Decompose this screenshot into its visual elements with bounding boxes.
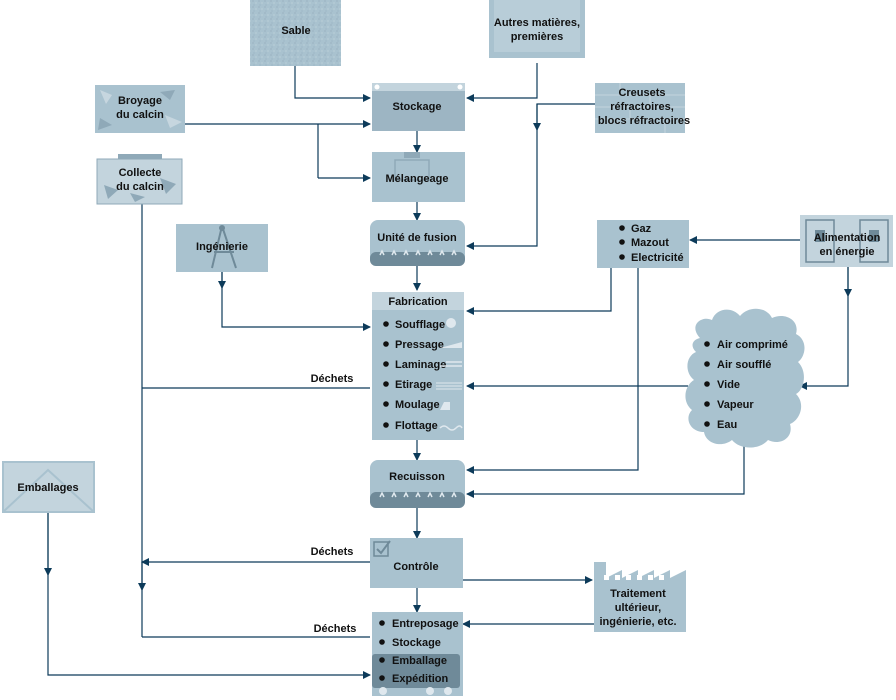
final-item-emballage: Emballage <box>392 655 447 667</box>
drawing-icon <box>436 382 462 390</box>
alimentation-label-1: Alimentation <box>814 232 881 244</box>
node-stockage: Stockage <box>372 83 465 131</box>
node-utilities-cloud: Air comprimé Air soufflé Vide Vapeur Eau <box>685 308 805 448</box>
node-collecte: Collecte du calcin <box>96 154 183 205</box>
node-controle: Contrôle <box>370 538 463 588</box>
edge-ingenierie-fabrication <box>221 272 371 331</box>
autres-label-2: premières <box>511 31 564 43</box>
traitement-label-3: ingénierie, etc. <box>599 616 676 628</box>
edge-label-dechets-controle: Déchets <box>311 546 354 558</box>
truck-icon <box>372 654 460 688</box>
node-alimentation: Alimentation en énergie <box>800 215 893 267</box>
fabrication-item-laminage: Laminage <box>395 359 446 371</box>
creusets-label-1: Creusets <box>618 87 665 99</box>
sable-label: Sable <box>281 25 310 37</box>
utility-air-souffle: Air soufflé <box>717 359 771 371</box>
box-flap-icon <box>2 468 95 513</box>
utility-vide: Vide <box>717 379 740 391</box>
collecte-label-2: du calcin <box>116 181 164 193</box>
node-autres-matieres: Autres matières, premières <box>489 0 585 58</box>
mould-icon <box>440 402 450 410</box>
utility-vapeur: Vapeur <box>717 399 754 411</box>
edges <box>44 63 852 679</box>
edge-label-dechets-fabrication: Déchets <box>311 373 354 385</box>
float-icon <box>439 425 463 431</box>
node-melangeage: Mélangeage <box>372 152 465 202</box>
heat-icon-row <box>379 491 457 498</box>
ingenierie-label: Ingénierie <box>196 241 248 253</box>
utility-eau: Eau <box>717 419 737 431</box>
compass-icon <box>211 225 237 269</box>
melangeage-label: Mélangeage <box>386 173 449 185</box>
edge-creusets-fusion <box>466 103 595 250</box>
plug-icon-2 <box>869 230 879 242</box>
node-broyage: Broyage du calcin <box>95 85 185 133</box>
node-ingenierie: Ingénierie <box>176 224 268 272</box>
node-creusets: Creusets réfractoires, blocs réfractoire… <box>595 83 690 133</box>
final-item-expedition: Expédition <box>392 673 449 685</box>
mixer-icon <box>394 159 430 181</box>
energie-mazout: Mazout <box>631 237 669 249</box>
flame-icon-row <box>379 249 457 256</box>
fabrication-title: Fabrication <box>388 296 448 308</box>
node-emballages: Emballages <box>2 461 95 513</box>
node-final: Entreposage Stockage Emballage Expéditio… <box>372 612 463 696</box>
edge-emballages-final <box>47 512 371 679</box>
fabrication-item-etirage: Etirage <box>395 379 432 391</box>
node-energie: Gaz Mazout Electricité <box>597 220 689 268</box>
fabrication-item-flottage: Flottage <box>395 420 438 432</box>
edge-energie-fabrication <box>466 268 612 315</box>
edge-sable-stockage <box>294 66 371 102</box>
energie-electricite: Electricité <box>631 252 684 264</box>
collecte-label-1: Collecte <box>119 167 162 179</box>
fusion-label: Unité de fusion <box>377 232 457 244</box>
broyage-label-2: du calcin <box>116 109 164 121</box>
fabrication-item-pressage: Pressage <box>395 339 444 351</box>
fabrication-item-moulage: Moulage <box>395 399 440 411</box>
node-traitement: Traitement ultérieur, ingénierie, etc. <box>594 562 686 632</box>
press-icon <box>440 342 462 348</box>
edge-energie-recuisson <box>466 268 639 474</box>
edge-autres-stockage <box>466 63 538 102</box>
utility-air-comprime: Air comprimé <box>717 339 788 351</box>
checkbox-icon <box>373 541 389 557</box>
stockage-hinge-icon-2 <box>457 84 463 90</box>
stockage-hinge-icon <box>374 84 380 90</box>
node-fabrication: Fabrication Soufflage Pressage Laminage … <box>372 292 464 440</box>
creusets-label-2: réfractoires, <box>610 101 674 113</box>
edge-alimentation-utilities <box>799 267 849 390</box>
alimentation-label-2: en énergie <box>819 246 874 258</box>
traitement-label-1: Traitement <box>610 588 666 600</box>
node-sable: Sable <box>250 0 341 66</box>
creusets-label-3: blocs réfractoires <box>598 115 690 127</box>
rolling-icon <box>440 361 462 367</box>
edge-label-dechets-final: Déchets <box>314 623 357 635</box>
emballages-label: Emballages <box>17 482 78 494</box>
blowing-icon <box>446 318 456 328</box>
recuisson-label: Recuisson <box>389 471 445 483</box>
plug-icon <box>815 230 825 242</box>
node-recuisson: Recuisson <box>370 460 465 508</box>
stockage-label: Stockage <box>393 101 442 113</box>
fabrication-item-soufflage: Soufflage <box>395 319 445 331</box>
final-item-stockage: Stockage <box>392 637 441 649</box>
energie-gaz: Gaz <box>631 223 652 235</box>
controle-label: Contrôle <box>393 561 438 573</box>
node-fusion: Unité de fusion <box>370 220 465 266</box>
autres-label-1: Autres matières, <box>494 17 580 29</box>
fabrication-items: Soufflage Pressage Laminage Etirage Moul… <box>383 319 446 432</box>
broyage-label-1: Broyage <box>118 95 162 107</box>
final-item-entreposage: Entreposage <box>392 618 459 630</box>
traitement-label-2: ultérieur, <box>615 602 661 614</box>
edge-utilities-recuisson <box>466 440 745 498</box>
